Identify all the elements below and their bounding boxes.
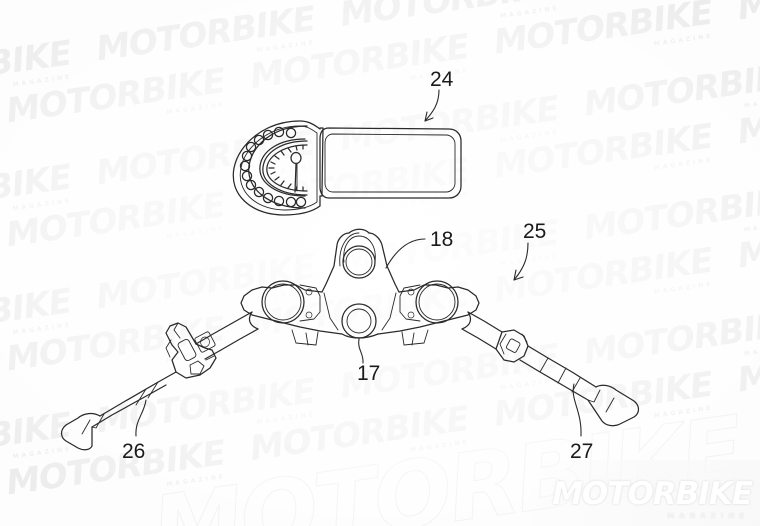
logo-wordmark: MOTORBIKE [552, 476, 753, 512]
tachometer-led-ring [240, 126, 307, 208]
right-handlebar [462, 312, 639, 426]
reference-numeral-25: 25 [523, 220, 547, 243]
top-triple-clamp [241, 229, 479, 345]
leader-line-17 [359, 339, 363, 363]
left-handlebar [62, 312, 259, 450]
reference-numeral-17: 17 [357, 362, 381, 385]
reference-numeral-18: 18 [430, 228, 454, 251]
motorbike-magazine-logo: MOTORBIKE MAGAZINE [552, 476, 753, 520]
leader-line-26 [136, 400, 146, 436]
lcd-display-panel [320, 128, 461, 198]
reference-numeral-24: 24 [430, 68, 454, 91]
instrument-cluster [233, 121, 323, 215]
leader-line-27 [573, 384, 581, 436]
tachometer-dial-face [263, 141, 307, 195]
leader-line-18 [386, 239, 425, 268]
tachometer-needle [291, 153, 301, 193]
logo-subtitle: MAGAZINE [667, 512, 749, 520]
leader-line-24 [425, 90, 439, 121]
reference-numeral-27: 27 [570, 440, 594, 463]
reference-numeral-26: 26 [122, 440, 146, 463]
leader-arrow-25 [514, 243, 528, 280]
